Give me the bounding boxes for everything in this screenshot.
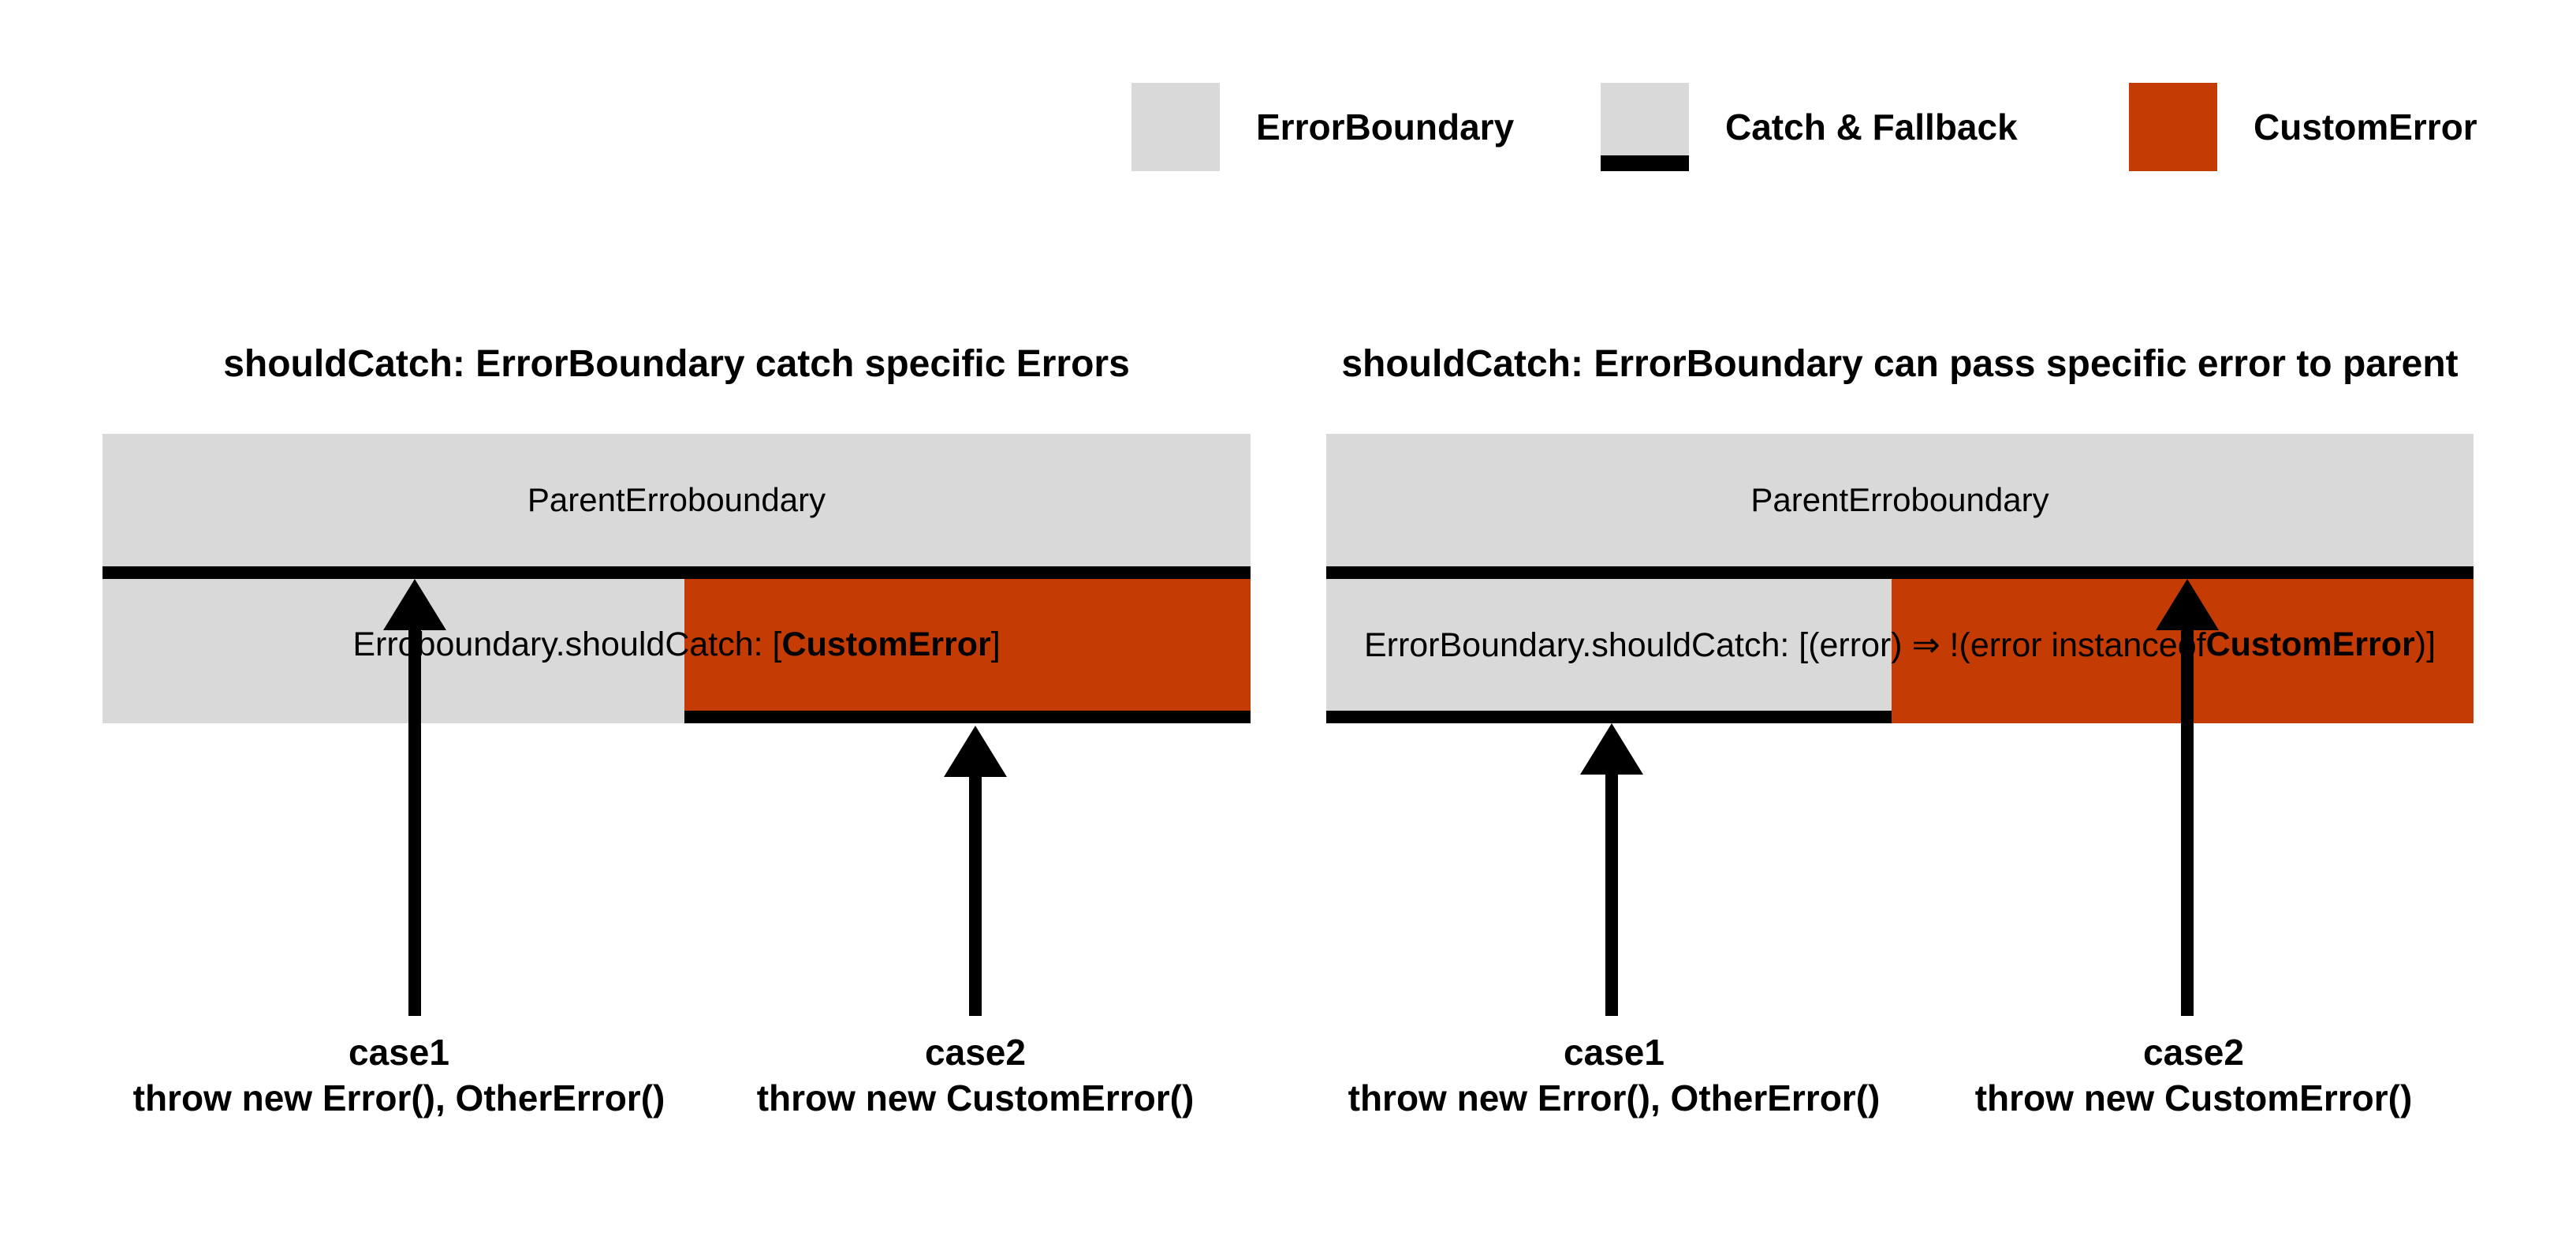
legend-item-errorboundary: ErrorBoundary: [1131, 83, 1514, 171]
case2-label: case2 throw new CustomError(): [757, 1029, 1195, 1121]
legend-item-catch-fallback: Catch & Fallback: [1601, 83, 2018, 171]
case-name: case1: [349, 1032, 449, 1073]
parent-errorboundary-label: ParentErroboundary: [1750, 481, 2049, 518]
child-section-customerror-caught: [684, 579, 1251, 723]
legend-label-catch-fallback: Catch & Fallback: [1725, 106, 2018, 147]
case-code: throw new Error(), OtherError(): [132, 1077, 665, 1118]
catch-fallback-swatch: [1601, 83, 1689, 171]
arrow-shaft: [1605, 774, 1618, 1016]
parent-errorboundary-bar: ParentErroboundary: [1326, 434, 2473, 579]
child-shouldcatch-label: Erroboundary.shouldCatch: [CustomError]: [352, 625, 1001, 663]
parent-errorboundary-label: ParentErroboundary: [527, 481, 826, 518]
case-name: case1: [1564, 1032, 1665, 1073]
legend-label-errorboundary: ErrorBoundary: [1256, 106, 1515, 147]
child-errorboundary-row: Erroboundary.shouldCatch: [CustomError]: [103, 579, 1251, 723]
case-code: throw new Error(), OtherError(): [1348, 1077, 1881, 1118]
case2-arrow-icon: [2156, 579, 2219, 1016]
case2-label: case2 throw new CustomError(): [1975, 1029, 2413, 1121]
custom-error-swatch: [2129, 83, 2217, 171]
error-boundary-swatch: [1131, 83, 1220, 171]
diagram-title: shouldCatch: ErrorBoundary catch specifi…: [223, 343, 1130, 385]
legend-item-customerror: CustomError: [2129, 83, 2477, 171]
child-shouldcatch-label: ErrorBoundary.shouldCatch: [(error) ⇒ !(…: [1363, 625, 2436, 664]
parent-errorboundary-bar: ParentErroboundary: [103, 434, 1251, 579]
case-code: throw new CustomError(): [756, 1077, 1195, 1118]
case2-arrow-icon: [944, 726, 1007, 1016]
diagram-catch-specific-errors: shouldCatch: ErrorBoundary catch specifi…: [103, 331, 1251, 1128]
arrow-shaft: [408, 629, 421, 1016]
case1-arrow-icon: [383, 579, 446, 1016]
diagram-title: shouldCatch: ErrorBoundary can pass spec…: [1341, 343, 2459, 385]
case1-label: case1 throw new Error(), OtherError(): [1348, 1029, 1881, 1121]
arrow-shaft: [969, 776, 982, 1016]
arrow-shaft: [2181, 629, 2194, 1016]
case1-arrow-icon: [1580, 723, 1643, 1016]
legend-label-customerror: CustomError: [2254, 106, 2477, 147]
case-name: case2: [2143, 1032, 2244, 1073]
arrow-head-icon: [944, 726, 1007, 777]
case-name: case2: [925, 1032, 1026, 1073]
case-code: throw new CustomError(): [1974, 1077, 2413, 1118]
arrow-head-icon: [1580, 723, 1643, 775]
arrow-head-icon: [383, 579, 446, 630]
case1-label: case1 throw new Error(), OtherError(): [133, 1029, 665, 1121]
child-errorboundary-row: ErrorBoundary.shouldCatch: [(error) ⇒ !(…: [1326, 579, 2473, 723]
arrow-head-icon: [2156, 579, 2219, 630]
diagram-pass-error-to-parent: shouldCatch: ErrorBoundary can pass spec…: [1326, 331, 2473, 1128]
child-section-caught: [1326, 579, 1892, 723]
